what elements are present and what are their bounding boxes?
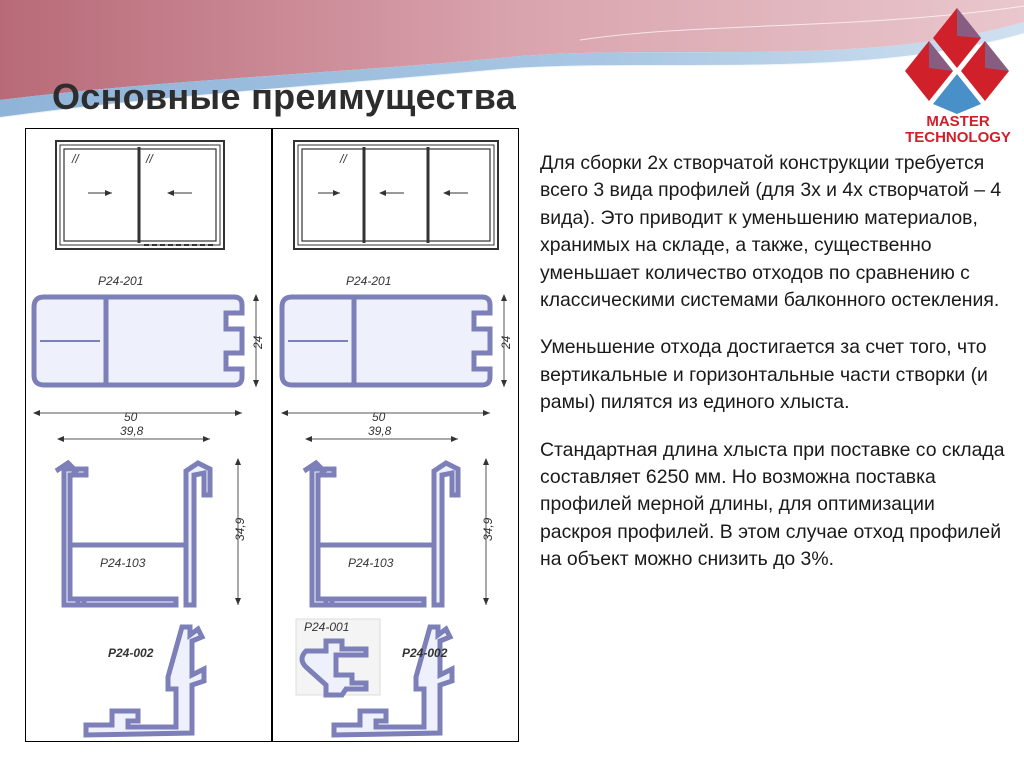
logo-line-master: MASTER [926, 113, 990, 130]
svg-text://: // [339, 152, 348, 166]
window-2-sash-diagram: // // [55, 140, 225, 250]
label-p24-201-left: P24-201 [98, 274, 143, 288]
label-p24-103-left: P24-103 [100, 556, 146, 570]
master-technology-logo [905, 8, 1009, 114]
label-p24-002-left: P24-002 [108, 646, 154, 660]
logo-line-technology: TECHNOLOGY [905, 129, 1011, 146]
paragraph-standard-length: Стандартная длина хлыста при поставке со… [540, 438, 1005, 571]
dim-height-24-left: 24 [251, 335, 265, 350]
svg-text://: // [145, 152, 154, 166]
profile-p24-201-right: P24-201 24 50 [279, 274, 513, 424]
window-3-sash-diagram: // [293, 140, 499, 250]
label-p24-001: P24-001 [304, 620, 349, 634]
technical-drawing-panel: // // // P24-201 24 50 [25, 128, 519, 742]
svg-text://: // [71, 152, 80, 166]
logo-text: MASTER TECHNOLOGY [893, 114, 1023, 146]
dim-width-50-right: 50 [372, 410, 386, 424]
dim-height-34-9-left: 34,9 [233, 517, 247, 541]
profile-p24-201-left: P24-201 24 50 [31, 274, 265, 424]
panel-divider [271, 129, 273, 741]
profile-p24-002-right: P24-002 [331, 624, 455, 738]
paragraph-waste-reduction: Уменьшение отхода достигается за счет то… [540, 336, 988, 414]
label-p24-002-right: P24-002 [402, 646, 448, 660]
dim-height-24-right: 24 [499, 335, 513, 350]
dim-height-34-9-right: 34,9 [481, 517, 495, 541]
label-p24-201-right: P24-201 [346, 274, 391, 288]
body-text: Для сборки 2х створчатой конструкции тре… [540, 150, 1010, 594]
dim-width-39-8-right: 39,8 [368, 424, 392, 438]
dim-width-39-8-left: 39,8 [120, 424, 144, 438]
dim-width-50-left: 50 [124, 410, 138, 424]
label-p24-103-right: P24-103 [348, 556, 394, 570]
paragraph-profiles-count: Для сборки 2х створчатой конструкции тре… [540, 152, 1002, 312]
profile-p24-103-left: 39,8 34,9 P24-103 [54, 424, 247, 608]
profile-p24-002-left: P24-002 [83, 624, 207, 738]
slide-title: Основные преимущества [52, 76, 517, 117]
profile-p24-001: P24-001 [295, 618, 381, 698]
profile-p24-103-right: 39,8 34,9 P24-103 [302, 424, 495, 608]
